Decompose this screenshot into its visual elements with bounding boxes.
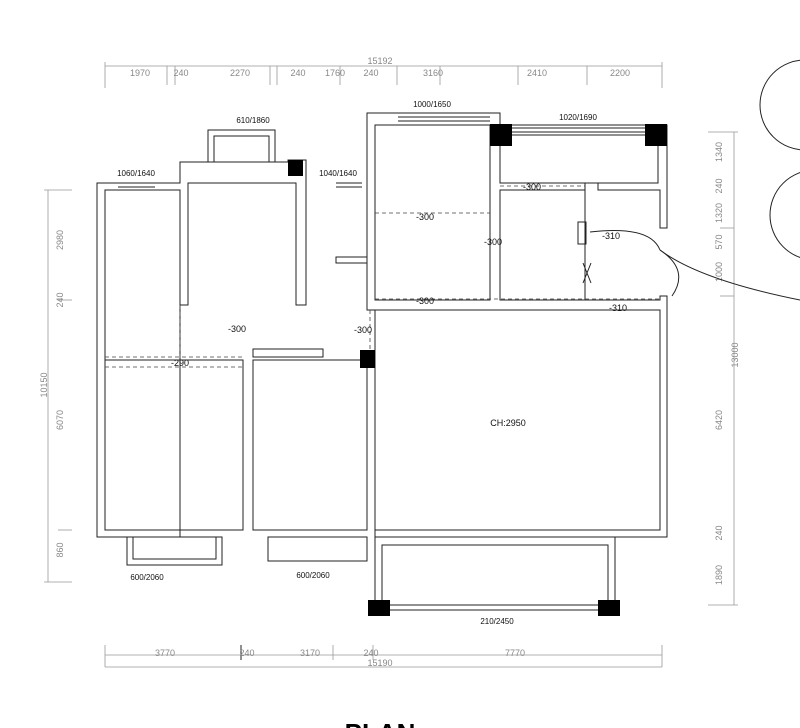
right-dim: 1890 [714, 565, 724, 585]
level-label: -300 [523, 182, 541, 192]
bottom-dim: 3170 [300, 648, 320, 658]
left-dim: 6070 [55, 410, 65, 430]
right-dim: 570 [714, 234, 724, 249]
left-dim: 2980 [55, 230, 65, 250]
external-arcs [659, 59, 800, 301]
walls [96, 112, 680, 611]
window-label: 1000/1650 [413, 100, 451, 109]
level-lines [105, 185, 660, 368]
ceiling-height-label: CH:2950 [490, 418, 526, 428]
top-dim: 2200 [610, 68, 630, 78]
pillars [288, 124, 667, 616]
left-dimension: 2980 240 10150 6070 860 [39, 189, 72, 583]
top-dim: 2410 [527, 68, 547, 78]
level-label: -310 [609, 303, 627, 313]
top-dim: 1970 [130, 68, 150, 78]
level-label: -300 [484, 237, 502, 247]
right-dim: 1320 [714, 203, 724, 223]
right-dim: 240 [714, 525, 724, 540]
window-label: 600/2060 [130, 573, 164, 582]
window-label: 600/2060 [296, 571, 330, 580]
level-label: -310 [602, 231, 620, 241]
bottom-dim: 240 [363, 648, 378, 658]
top-dim: 240 [173, 68, 188, 78]
window-label: 610/1860 [236, 116, 270, 125]
right-dim: 6420 [714, 410, 724, 430]
top-dimension: 15192 1970 240 2270 240 1760 240 3160 24… [104, 56, 663, 88]
top-dim: 3160 [423, 68, 443, 78]
bottom-dim: 240 [239, 648, 254, 658]
plan-title: PLAN [345, 718, 416, 728]
left-dim: 240 [55, 292, 65, 307]
level-label: -300 [416, 296, 434, 306]
level-label: -300 [354, 325, 372, 335]
right-dim: 1340 [714, 142, 724, 162]
top-dim: 240 [290, 68, 305, 78]
top-dim: 240 [363, 68, 378, 78]
bottom-total: 15190 [367, 658, 392, 668]
level-label: -300 [228, 324, 246, 334]
bottom-dim: 7770 [505, 648, 525, 658]
left-total: 10150 [39, 372, 49, 397]
window-label: 1060/1640 [117, 169, 155, 178]
right-dimension: 1340 240 1320 570 1000 13000 6420 240 18… [708, 131, 740, 606]
top-total: 15192 [367, 56, 392, 66]
left-dim: 860 [55, 542, 65, 557]
bottom-dimension: 3770 240 3170 240 7770 15190 [104, 645, 663, 668]
top-dim: 1760 [325, 68, 345, 78]
top-dim: 2270 [230, 68, 250, 78]
level-label: -290 [171, 358, 189, 368]
window-label: 1040/1640 [319, 169, 357, 178]
right-total: 13000 [730, 342, 740, 367]
right-dim: 1000 [714, 262, 724, 282]
level-label: -300 [416, 212, 434, 222]
right-dim: 240 [714, 178, 724, 193]
bottom-dim: 3770 [155, 648, 175, 658]
window-label: 210/2450 [480, 617, 514, 626]
window-label: 1020/1690 [559, 113, 597, 122]
